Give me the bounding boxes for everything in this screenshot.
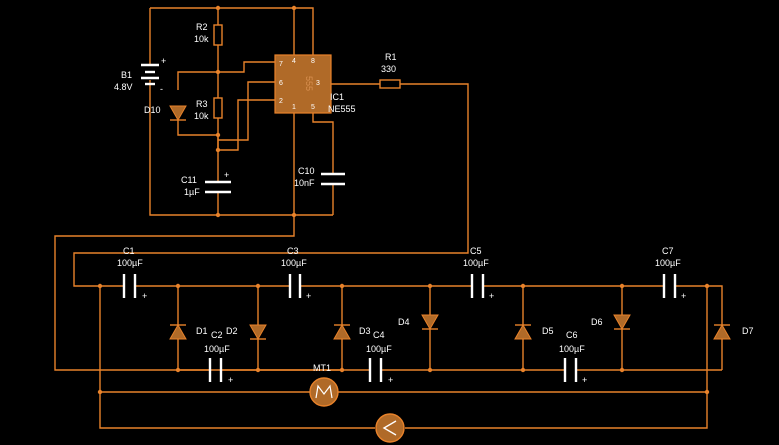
resistor-r1: R1 330 <box>379 52 401 89</box>
d10-ref: D10 <box>144 105 161 115</box>
diode-d7: D7 <box>713 323 754 340</box>
r2-value: 10k <box>194 34 209 44</box>
capacitor-c7: + C7 100µF <box>655 246 686 301</box>
c7-ref: C7 <box>662 246 674 256</box>
diode-d3: D3 <box>333 323 371 340</box>
c10-value: 10nF <box>294 178 315 188</box>
c5-plus-sign: + <box>489 291 494 301</box>
diode-d4: D4 <box>398 314 439 331</box>
r2-ref: R2 <box>196 22 208 32</box>
c1-value: 100µF <box>117 258 143 268</box>
battery-ref: B1 <box>121 70 132 80</box>
c3-plus-sign: + <box>306 291 311 301</box>
c2-plus-sign: + <box>228 375 233 385</box>
c1-plus-sign: + <box>142 291 147 301</box>
d5-ref: D5 <box>542 326 554 336</box>
capacitor-c6: + C6 100µF <box>559 330 587 385</box>
c6-value: 100µF <box>559 344 585 354</box>
ic1-value: NE555 <box>328 104 356 114</box>
ic-body-text: 555 <box>304 76 314 91</box>
ic1-ref: IC1 <box>330 92 344 102</box>
battery-plus-sign: + <box>161 56 166 66</box>
diode-d2: D2 <box>226 324 267 341</box>
capacitor-c3: + C3 100µF <box>281 246 311 301</box>
meter-symbol-icon <box>315 384 333 399</box>
c6-ref: C6 <box>566 330 578 340</box>
c3-value: 100µF <box>281 258 307 268</box>
pin-2-label: 2 <box>279 98 283 105</box>
resistor-r2: R2 10k <box>194 22 223 46</box>
c1-ref: C1 <box>123 246 135 256</box>
pin-8-label: 8 <box>311 58 315 65</box>
meter-mt1: MT1 <box>309 363 339 407</box>
battery-value: 4.8V <box>114 82 133 92</box>
pin-7-label: 7 <box>279 61 283 68</box>
pin-5-label: 5 <box>311 104 315 111</box>
ic-555: 7 4 8 6 3 2 1 5 555 IC1 NE555 <box>274 54 356 114</box>
capacitor-c11: + C11 1µF <box>181 170 231 197</box>
pin-4-label: 4 <box>292 58 296 65</box>
d7-ref: D7 <box>742 326 754 336</box>
c5-value: 100µF <box>463 258 489 268</box>
c2-value: 100µF <box>204 344 230 354</box>
mt1-ref: MT1 <box>313 363 331 373</box>
c11-ref: C11 <box>181 175 197 185</box>
junction-dots <box>97 5 710 395</box>
multiplier-wiring <box>99 285 723 429</box>
battery-minus-sign: - <box>160 84 163 94</box>
c2-ref: C2 <box>211 330 223 340</box>
c7-value: 100µF <box>655 258 681 268</box>
c7-plus-sign: + <box>681 291 686 301</box>
pin-3-label: 3 <box>316 80 320 87</box>
c11-plus-sign: + <box>224 170 229 180</box>
capacitor-c5: + C5 100µF <box>463 246 494 301</box>
d2-ref: D2 <box>226 326 238 336</box>
timer-wiring <box>54 7 469 371</box>
diode-d1: D1 <box>169 323 208 340</box>
d4-ref: D4 <box>398 317 410 327</box>
c4-value: 100µF <box>366 344 392 354</box>
pin-6-label: 6 <box>279 80 283 87</box>
capacitor-c1: + C1 100µF <box>117 246 147 301</box>
r1-ref: R1 <box>385 52 397 62</box>
c5-ref: C5 <box>470 246 482 256</box>
d6-ref: D6 <box>591 317 603 327</box>
battery-b1: + - B1 4.8V <box>114 56 166 94</box>
lamp-symbol-icon <box>382 420 397 436</box>
resistor-r3: R3 10k <box>194 97 223 121</box>
diode-d5: D5 <box>514 323 554 340</box>
r1-value: 330 <box>381 64 396 74</box>
diode-d10: D10 <box>144 105 187 122</box>
r3-value: 10k <box>194 111 209 121</box>
c11-value: 1µF <box>184 187 200 197</box>
r3-ref: R3 <box>196 99 208 109</box>
c4-ref: C4 <box>373 330 385 340</box>
capacitor-c4: + C4 100µF <box>366 330 393 385</box>
c10-ref: C10 <box>298 166 315 176</box>
c3-ref: C3 <box>287 246 299 256</box>
d3-ref: D3 <box>359 326 371 336</box>
capacitor-c10: C10 10nF <box>294 166 345 188</box>
c6-plus-sign: + <box>582 375 587 385</box>
meter-unlabeled <box>375 413 405 443</box>
diode-d6: D6 <box>591 314 631 331</box>
d1-ref: D1 <box>196 326 208 336</box>
capacitor-c2: + C2 100µF <box>204 330 233 385</box>
c4-plus-sign: + <box>388 375 393 385</box>
pin-1-label: 1 <box>292 104 296 111</box>
